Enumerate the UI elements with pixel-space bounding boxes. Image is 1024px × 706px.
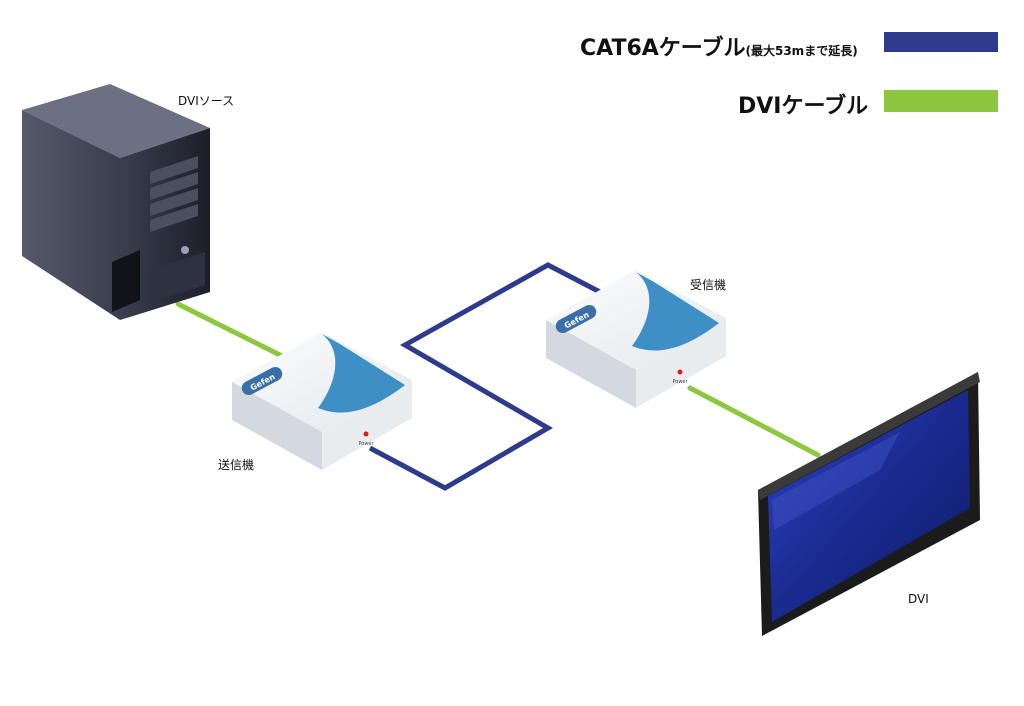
- transmitter-power-label: Power: [358, 441, 374, 447]
- legend-cat6a-main: CAT6Aケーブル: [580, 36, 746, 61]
- legend-cat6a-swatch: [884, 32, 998, 52]
- dvi-display: [758, 372, 980, 636]
- legend-cat6a-note: (最大53mまで延長): [745, 44, 858, 58]
- receiver-label: 受信機: [690, 278, 727, 292]
- transmitter-label: 送信機: [218, 458, 255, 472]
- dvi-cable-source-to-transmitter: [175, 301, 285, 359]
- receiver-power-led: [677, 369, 683, 375]
- receiver-power-label: Power: [672, 379, 688, 385]
- cat6a-cable: [368, 262, 602, 491]
- source-label: DVIソース: [178, 94, 235, 108]
- dvi-cable-receiver-to-display: [687, 385, 821, 458]
- transmitter-box: Gefen Power: [232, 332, 412, 470]
- dvi-source-computer: [22, 84, 210, 320]
- transmitter-power-led: [363, 431, 369, 437]
- legend-dvi-label: DVIケーブル: [738, 94, 869, 119]
- display-label: DVI: [908, 592, 929, 606]
- legend-dvi-swatch: [884, 90, 998, 112]
- receiver-box: Gefen Power: [546, 270, 726, 408]
- legend-cat6a-label: CAT6Aケーブル(最大53mまで延長): [580, 30, 858, 62]
